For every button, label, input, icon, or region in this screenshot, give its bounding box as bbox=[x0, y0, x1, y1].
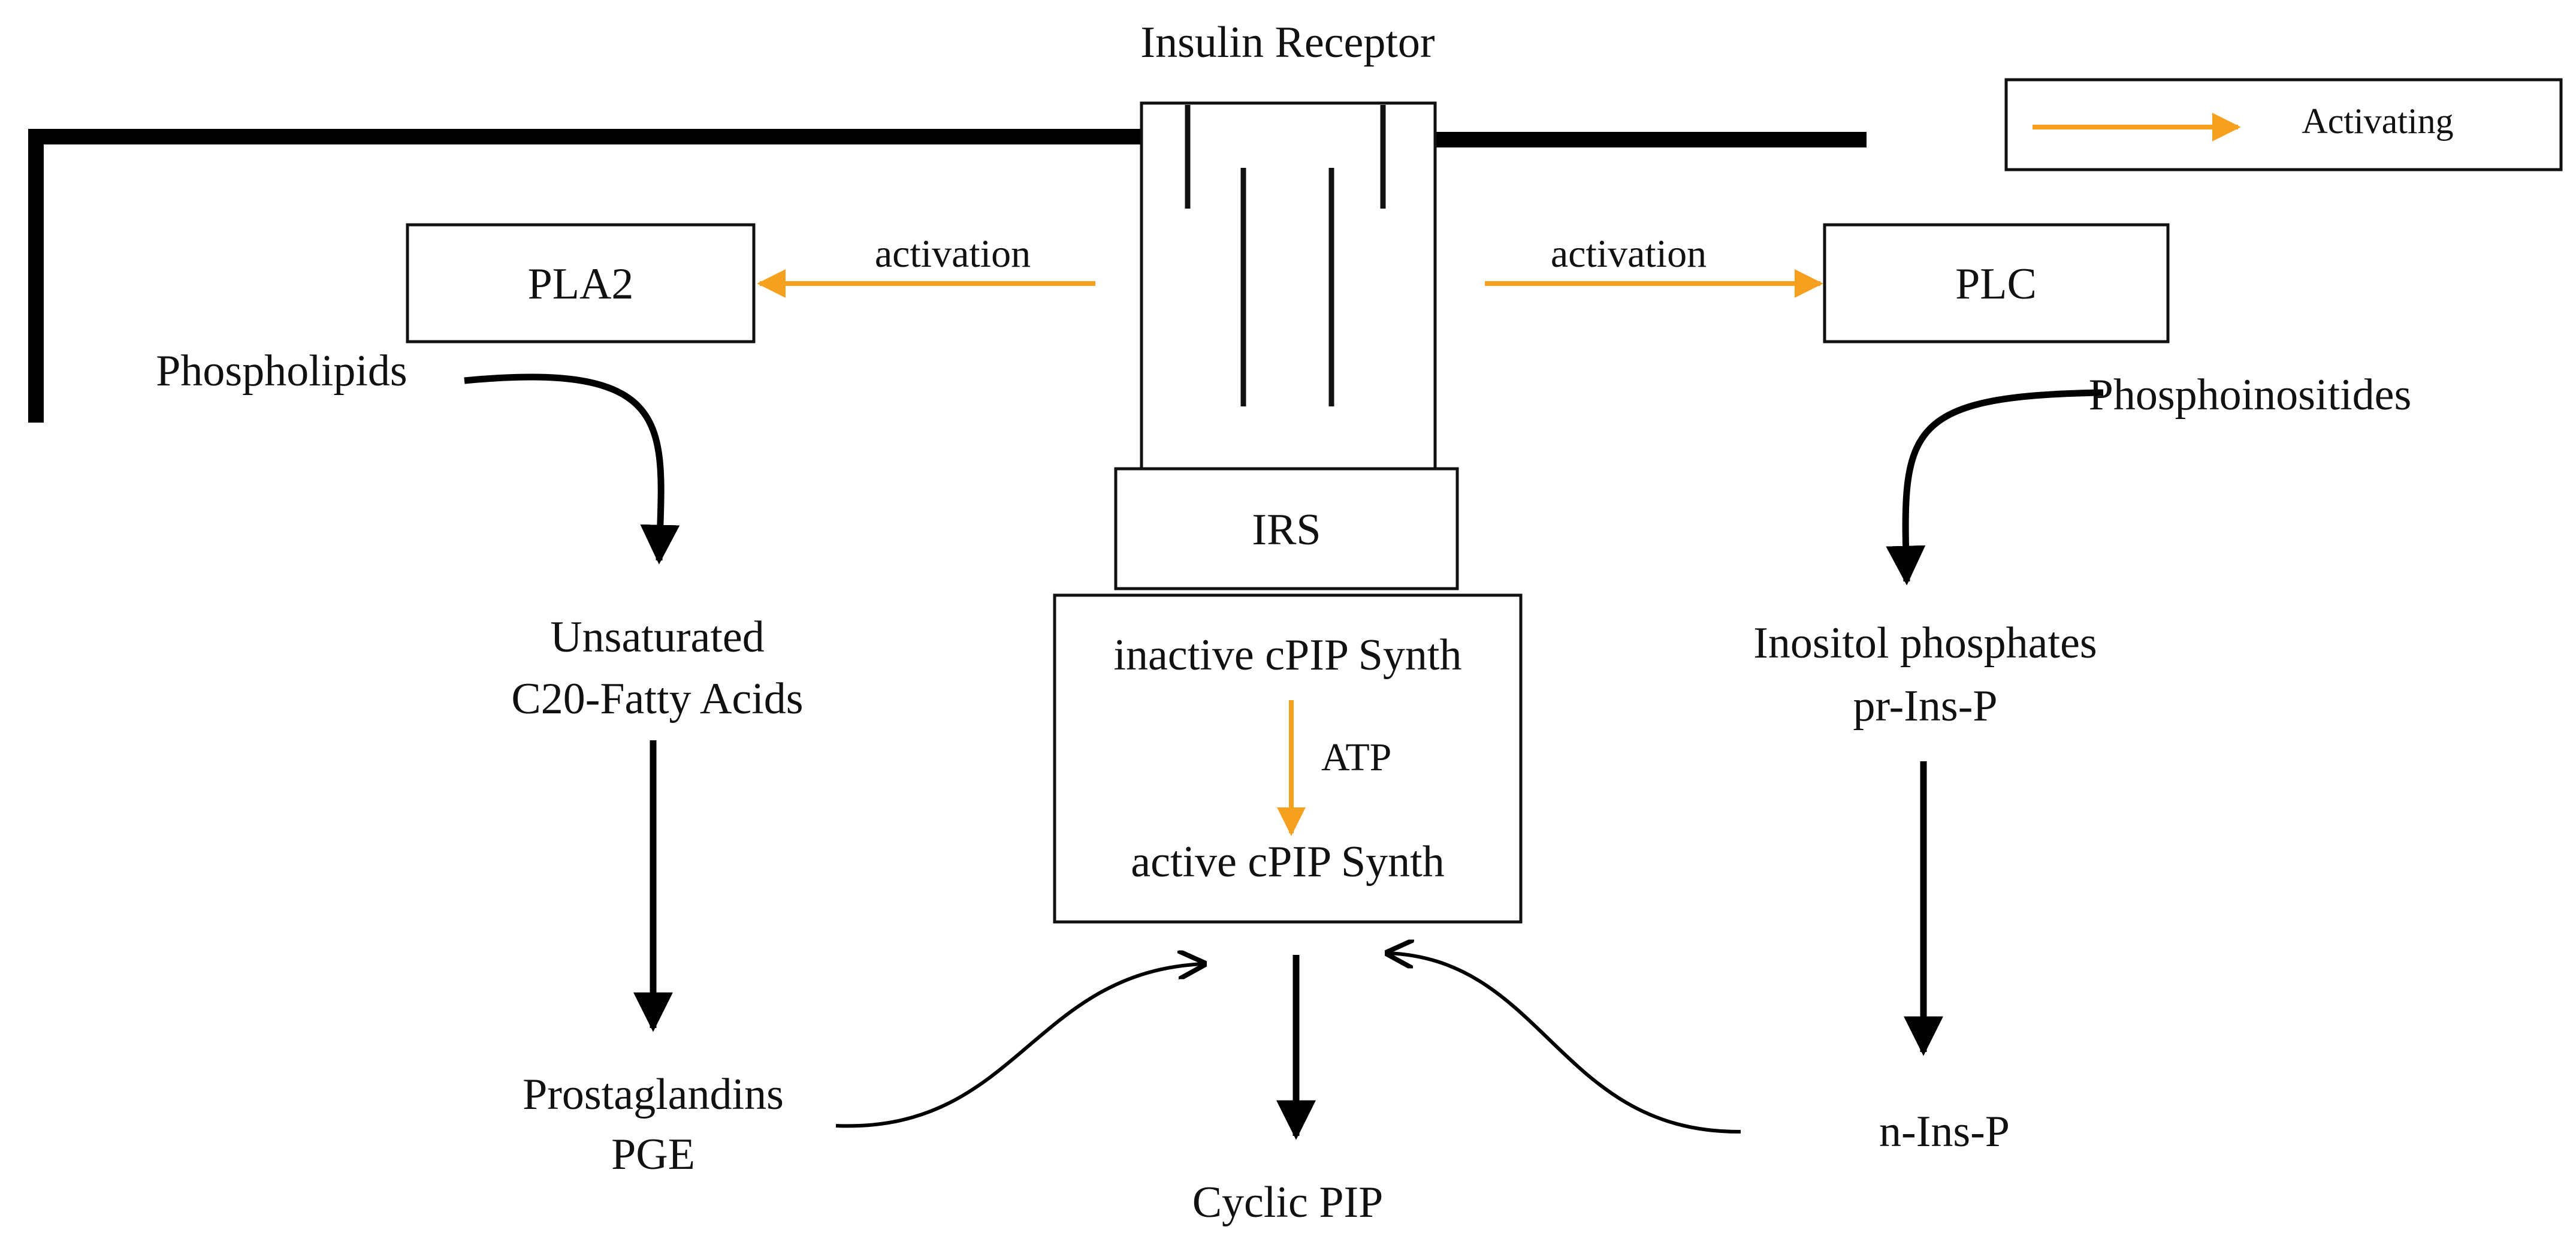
legend-activating-label: Activating bbox=[2302, 101, 2453, 141]
prostaglandins-feedback-arrow bbox=[835, 964, 1204, 1128]
fatty-acids-line2: C20-Fatty Acids bbox=[511, 674, 803, 724]
right-activation-label: activation bbox=[1551, 232, 1707, 276]
legend: Activating bbox=[2004, 78, 2563, 171]
insulin-receptor bbox=[1140, 101, 1437, 472]
phosphoinositides-label: Phosphoinositides bbox=[2089, 370, 2412, 420]
atp-label: ATP bbox=[1321, 735, 1391, 779]
left-activation-arrow: activation bbox=[757, 232, 1095, 298]
cpip-synth-box: inactive cPIP Synth ATP active cPIP Synt… bbox=[1053, 593, 1523, 924]
prostaglandins-line2: PGE bbox=[611, 1130, 695, 1179]
n-ins-p-feedback-arrow bbox=[1387, 953, 1741, 1134]
pla2-label: PLA2 bbox=[528, 260, 634, 309]
inositol-line2: pr-Ins-P bbox=[1853, 682, 1997, 731]
left-activation-label: activation bbox=[875, 232, 1031, 276]
prostaglandins-line1: Prostaglandins bbox=[523, 1070, 784, 1119]
phospholipids-to-fatty-acids-arrow bbox=[464, 373, 680, 565]
diagram-title: Insulin Receptor bbox=[1140, 18, 1435, 67]
cell-membrane bbox=[28, 129, 1867, 423]
inactive-synth-label: inactive cPIP Synth bbox=[1114, 631, 1462, 680]
pla2-box: PLA2 bbox=[406, 223, 756, 343]
cyclic-pip-label: Cyclic PIP bbox=[1192, 1178, 1384, 1227]
active-synth-label: active cPIP Synth bbox=[1131, 837, 1444, 887]
inositol-line1: Inositol phosphates bbox=[1753, 619, 2097, 668]
irs-box: IRS bbox=[1114, 467, 1459, 590]
fatty-acids-line1: Unsaturated bbox=[550, 613, 765, 662]
right-activation-arrow: activation bbox=[1485, 232, 1823, 298]
plc-box: PLC bbox=[1823, 223, 2170, 343]
phospholipids-label: Phospholipids bbox=[156, 346, 407, 396]
phosphoinositides-to-inositol-arrow bbox=[1886, 389, 2104, 586]
irs-label: IRS bbox=[1252, 505, 1321, 554]
plc-label: PLC bbox=[1955, 260, 2037, 309]
n-ins-p-label: n-Ins-P bbox=[1879, 1107, 2010, 1156]
